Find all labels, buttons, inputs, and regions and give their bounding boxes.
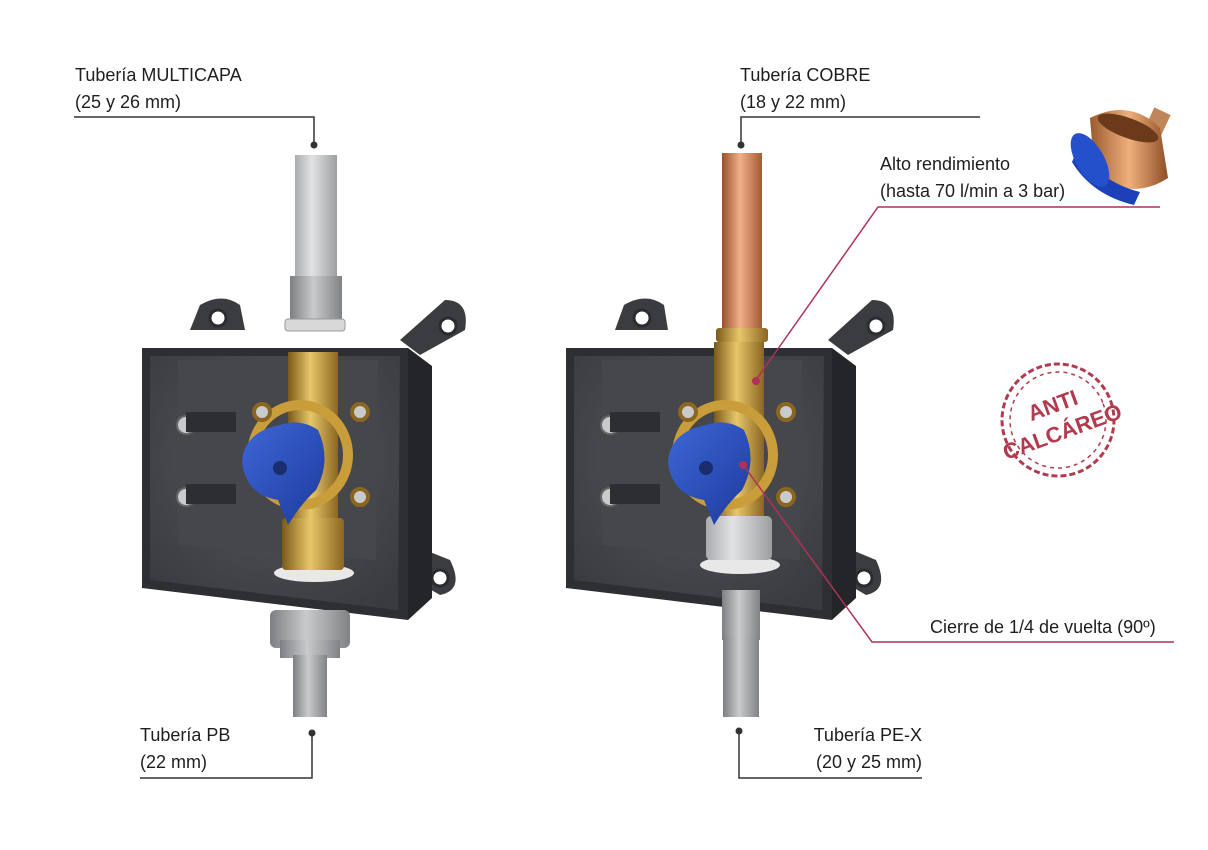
- leader-multicapa: [74, 116, 315, 143]
- label-pex-line2: (20 y 25 mm): [815, 752, 922, 772]
- accent-dots: [739, 377, 760, 469]
- label-pex-line1: Tubería PE-X: [813, 725, 922, 745]
- valve-box-left: [142, 155, 466, 717]
- label-multicapa-line2: (25 y 26 mm): [75, 92, 182, 112]
- label-alto-rendimiento: Alto rendimiento (hasta 70 l/min a 3 bar…: [880, 151, 1065, 205]
- label-pb-line1: Tubería PB: [140, 725, 231, 745]
- leader-cierre: [743, 465, 1174, 643]
- label-cobre: Tubería COBRE (18 y 22 mm): [740, 62, 870, 116]
- cartridge-icon: [1070, 107, 1171, 205]
- label-cobre-line1: Tubería COBRE: [740, 65, 871, 85]
- label-cierre: Cierre de 1/4 de vuelta (90º): [930, 614, 1156, 641]
- leader-dots: [308, 141, 745, 737]
- label-cobre-line2: (18 y 22 mm): [740, 92, 847, 112]
- pipe-multicapa: [295, 155, 337, 280]
- anti-calcareo-stamp: ANTI CALCÁREO: [999, 362, 1125, 478]
- label-alto-rendimiento-line2: (hasta 70 l/min a 3 bar): [880, 181, 1066, 201]
- label-multicapa: Tubería MULTICAPA (25 y 26 mm): [75, 62, 242, 116]
- pipe-cobre: [722, 153, 762, 333]
- label-pb-line2: (22 mm): [140, 752, 207, 772]
- leader-pb: [140, 735, 313, 779]
- label-alto-rendimiento-line1: Alto rendimiento: [880, 154, 1011, 174]
- leader-cobre: [740, 116, 980, 143]
- valve-box-right: [566, 153, 894, 717]
- label-pb: Tubería PB (22 mm): [140, 722, 230, 776]
- label-cierre-line1: Cierre de 1/4 de vuelta (90º): [930, 617, 1156, 637]
- leader-alto-rendimiento: [755, 206, 1160, 381]
- leader-pex: [738, 733, 922, 779]
- pipe-pb: [293, 655, 327, 717]
- label-pex: Tubería PE-X (20 y 25 mm): [760, 722, 922, 776]
- pipe-pex: [723, 635, 759, 717]
- leader-lines: [74, 116, 980, 779]
- accent-leaders: [743, 206, 1174, 643]
- label-multicapa-line1: Tubería MULTICAPA: [75, 65, 242, 85]
